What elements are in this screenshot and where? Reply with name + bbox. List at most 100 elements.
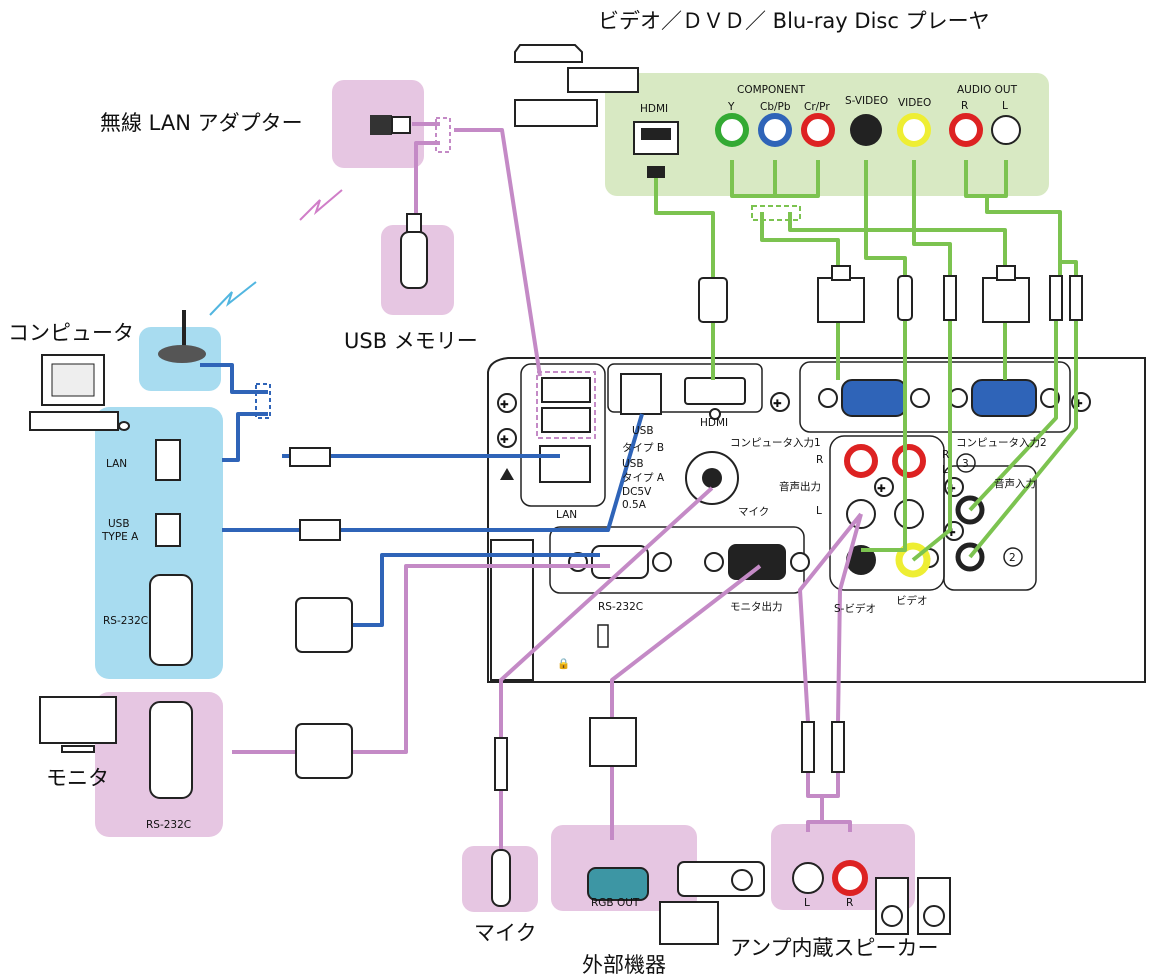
rca-plug-icon [1070, 276, 1082, 320]
screw-icon: ✚ [771, 393, 789, 411]
mic-jack-inner [702, 468, 722, 488]
proj-lan-label: LAN [556, 509, 577, 521]
component-split-bracket [752, 206, 800, 220]
player-video-label: VIDEO [898, 97, 931, 109]
player-y-label: Y [727, 101, 735, 113]
proj-audio-in-label: 音声入力 [994, 477, 1036, 490]
proj-video-label: ビデオ [896, 594, 928, 607]
rca-plug-icon [832, 722, 844, 772]
player-svideo-label: S-VIDEO [845, 95, 888, 107]
amp-speaker-label: アンプ内蔵スピーカー [730, 936, 939, 960]
speaker-l-label: L [804, 897, 810, 909]
hdmi-port [685, 378, 745, 404]
lan-plug-icon [290, 448, 330, 466]
proj-computer-in1-label: コンピュータ入力1 [730, 436, 821, 449]
computer-label: コンピュータ [8, 321, 134, 345]
speaker-r-jack [835, 863, 865, 893]
player-cbpb-jack [761, 116, 789, 144]
svg-text:✚: ✚ [877, 483, 886, 495]
player-cbpb-label: Cb/Pb [760, 101, 791, 113]
external-rgb-port [588, 868, 648, 900]
proj-audio-out-label: 音声出力 [779, 480, 821, 493]
proj-audio-in-r-label: R [942, 449, 949, 461]
player-crpr-jack [804, 116, 832, 144]
player-l-label: L [1002, 100, 1008, 112]
proj-rs232c-label: RS-232C [598, 601, 643, 613]
usb-b-port [621, 374, 661, 414]
proj-audio-l-label: L [816, 505, 822, 517]
proj-usb-b-label-2: タイプ B [622, 442, 664, 454]
svideo-plug-icon [898, 276, 912, 320]
pc-monitor-icon [660, 902, 718, 944]
usb-memory-label: USB メモリー [344, 329, 478, 353]
audio-out-l2-jack [895, 500, 923, 528]
wireless-signal-icon [210, 282, 256, 315]
player-video-jack [900, 116, 928, 144]
proj-num3-label: 3 [962, 458, 969, 470]
microphone-icon [492, 850, 510, 906]
usb-a-port [542, 378, 590, 402]
vga-plug-icon [590, 718, 636, 766]
proj-num2-label: 2 [1009, 552, 1016, 564]
monitor-rs232c-port [150, 702, 192, 798]
computer-rs232c-label: RS-232C [103, 615, 148, 627]
screw-icon: ✚ [945, 478, 963, 496]
proj-monitor-out-label: モニタ出力 [730, 600, 783, 613]
player-title: ビデオ／ＤＶＤ／ Blu-ray Disc プレーヤ [598, 9, 990, 33]
speaker-icon [918, 878, 950, 934]
proj-usb-a-label-3: DC5V [622, 486, 652, 498]
computer-rs232c-port [150, 575, 192, 665]
screw-icon: ✚ [498, 429, 516, 447]
player-y-jack [718, 116, 746, 144]
proj-hdmi-label: HDMI [700, 417, 728, 429]
monitor-rs232c-label: RS-232C [146, 819, 191, 831]
computer-lan-label: LAN [106, 458, 127, 470]
player-audio-r-jack [952, 116, 980, 144]
player-audio-out-label: AUDIO OUT [957, 84, 1018, 96]
usb-a-port [542, 408, 590, 432]
lan-port [540, 446, 590, 482]
speaker-icon [876, 878, 908, 934]
computer-lan-port [156, 440, 180, 480]
player-component-label: COMPONENT [737, 84, 806, 96]
speaker-r-label: R [846, 897, 853, 909]
mini-plug-icon [495, 738, 507, 790]
audio-out-r2-jack [895, 447, 923, 475]
projector-icon [678, 862, 764, 896]
speaker-l-jack [793, 863, 823, 893]
vga-plug-icon [818, 266, 864, 322]
rca-plug-icon [944, 276, 956, 320]
wireless-adapter-label: 無線 LAN アダプター [100, 111, 303, 135]
external-device-label: 外部機器 [582, 953, 666, 977]
svg-text:✚: ✚ [500, 399, 509, 411]
proj-audio-in-l-label: L [942, 464, 948, 476]
screw-icon: ✚ [875, 478, 893, 496]
player-hdmi-label: HDMI [640, 103, 668, 115]
computer-usb-label-2: TYPE A [101, 531, 139, 543]
proj-svideo-label: S-ビデオ [834, 602, 876, 615]
proj-usb-b-label-1: USB [632, 425, 654, 437]
rca-plug-icon [1050, 276, 1062, 320]
player-hdmi-port [634, 122, 678, 154]
usb-plug-icon [300, 520, 340, 540]
screw-icon: ✚ [498, 394, 516, 412]
wireless-signal-icon [300, 190, 342, 220]
proj-computer-in2-label: コンピュータ入力2 [956, 436, 1047, 449]
computer-icon [30, 355, 129, 430]
rca-plug-icon [802, 722, 814, 772]
svg-text:✚: ✚ [773, 398, 782, 410]
player-svideo-jack [850, 114, 882, 146]
proj-usb-a-label-1: USB [622, 458, 644, 470]
mic-label: マイク [474, 921, 537, 945]
monitor-label: モニタ [46, 766, 109, 790]
audio-out-r-jack [847, 447, 875, 475]
lock-icon: 🔒 [557, 658, 570, 670]
proj-mic-label: マイク [738, 506, 769, 518]
svg-text:✚: ✚ [500, 434, 509, 446]
player-crpr-label: Cr/Pr [804, 101, 830, 113]
proj-usb-a-label-2: タイプ A [622, 472, 665, 484]
monitor-icon [40, 697, 116, 752]
proj-usb-a-label-4: 0.5A [622, 499, 647, 511]
proj-audio-r-label: R [816, 454, 823, 466]
